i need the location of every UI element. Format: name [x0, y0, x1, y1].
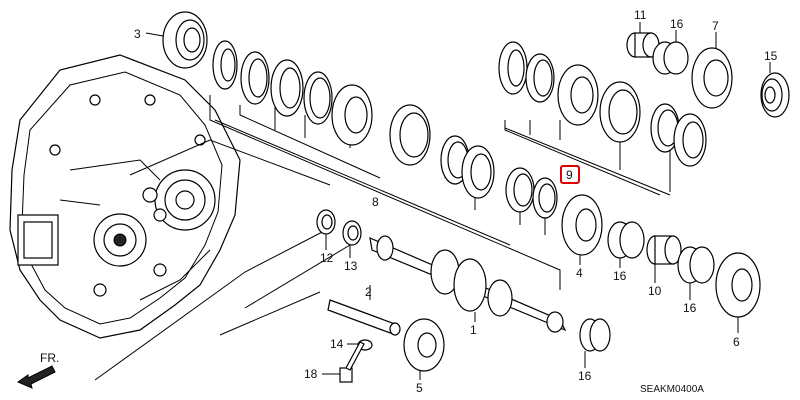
part-6-gear: [715, 252, 761, 318]
part-16-needle-bearing-b: [677, 246, 715, 284]
part-10-collar: [646, 235, 682, 265]
part-3-gear: [162, 11, 208, 69]
callout-6: 6: [733, 335, 740, 349]
part-15-ball-bearing: [760, 72, 790, 118]
callout-3: 3: [134, 27, 141, 41]
part-4-gear: [561, 194, 603, 256]
transmission-housing: [9, 54, 241, 339]
callout-1: 1: [470, 323, 477, 337]
part-2-shaft: [327, 299, 401, 336]
callout-7: 7: [712, 19, 719, 33]
diagram-code: SEAKM0400A: [640, 384, 704, 395]
callout-16c: 16: [578, 369, 592, 383]
part-18-bolt: [339, 341, 365, 383]
callout-14: 14: [330, 337, 344, 351]
callout-16b: 16: [683, 301, 697, 315]
part-16-needle-bearing-c: [579, 318, 611, 352]
synchro-ring-group-right: [498, 41, 707, 167]
part-5-gear: [403, 318, 445, 372]
part-1-mainshaft: [369, 235, 567, 333]
callout-5: 5: [416, 381, 423, 395]
front-arrow-label: FR.: [40, 351, 59, 365]
part-11-bushing: [626, 32, 660, 58]
part-12-washer: [316, 209, 336, 235]
callout-leaders: [145, 22, 771, 380]
part-16-needle-bearing-a: [607, 221, 645, 259]
part-9-highlight-box: [560, 165, 580, 184]
callout-13: 13: [344, 259, 358, 273]
callout-4: 4: [576, 266, 583, 280]
callout-18: 18: [304, 367, 318, 381]
part-7-gear: [691, 47, 733, 109]
callout-8: 8: [372, 195, 379, 209]
front-direction-arrow: FR.: [16, 351, 59, 389]
part-17-needle-bearing: [652, 41, 689, 75]
callout-10: 10: [648, 284, 662, 298]
synchro-ring-group-left: [212, 40, 558, 219]
part-13-washer: [342, 220, 362, 246]
callout-12: 12: [320, 251, 334, 265]
callout-9: 9: [566, 168, 573, 182]
callout-16a: 16: [613, 269, 627, 283]
callout-11: 11: [634, 8, 647, 22]
callout-labels: 3 11 16 7 15 8 9 12 13 4 16 10 16 6 2 1 …: [134, 8, 778, 395]
callout-15: 15: [764, 49, 778, 63]
callout-2: 2: [365, 285, 372, 299]
callout-17: 16: [670, 17, 684, 31]
